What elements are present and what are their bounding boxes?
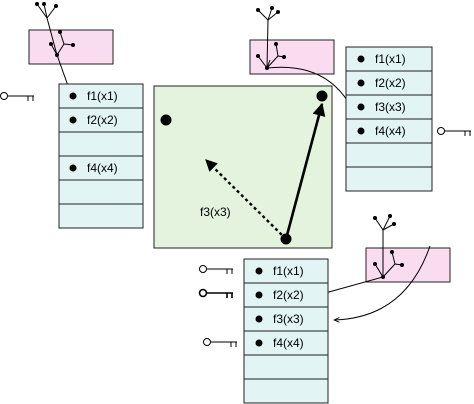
key-icon: [203, 338, 237, 347]
table-right-row: [345, 166, 433, 192]
table-left-row: [58, 83, 144, 109]
row-bullet: [357, 127, 365, 135]
row-label: f4(x4): [273, 336, 304, 350]
key-icon: [199, 265, 233, 274]
row-label: f1(x1): [87, 89, 118, 103]
central-panel: f3(x3): [153, 85, 333, 249]
row-label: f1(x1): [273, 264, 304, 278]
arrow-label: f3(x3): [200, 205, 231, 219]
row-label: f2(x2): [273, 288, 304, 302]
tree-right: [249, 6, 362, 132]
point-top-right: [316, 90, 328, 102]
table-right-row: [345, 142, 433, 168]
key-icon: [198, 288, 233, 298]
solid-arrow: [284, 102, 326, 240]
tree-bottom-box: [365, 247, 451, 283]
row-bullet: [357, 103, 365, 111]
point-left: [160, 114, 172, 126]
row-label: f2(x2): [375, 76, 406, 90]
row-bullet: [255, 291, 263, 299]
row-label: f4(x4): [87, 161, 118, 175]
tree-right-box: [249, 39, 335, 75]
row-bullet: [357, 55, 365, 63]
table-left-row: [58, 131, 144, 157]
row-label: f4(x4): [375, 124, 406, 138]
table-right: f1(x1) f2(x2) f3(x3) f4(x4): [345, 46, 433, 192]
table-left-row: [58, 179, 144, 205]
table-bottom-row: [243, 354, 329, 380]
row-label: f3(x3): [375, 100, 406, 114]
row-label: f2(x2): [87, 113, 118, 127]
row-bullet: [69, 92, 77, 100]
table-left: f1(x1) f2(x2) f4(x4): [58, 83, 144, 229]
row-bullet: [357, 79, 365, 87]
key-icon: [0, 92, 34, 101]
row-label: f3(x3): [273, 312, 304, 326]
central-panel-box: [153, 85, 333, 249]
table-left-row: [58, 203, 144, 229]
row-bullet: [255, 339, 263, 347]
row-bullet: [69, 164, 77, 172]
table-bottom: f1(x1) f2(x2) f3(x3) f4(x4): [243, 258, 329, 404]
tree-left-box: [28, 29, 114, 65]
dotted-arrow: [205, 159, 287, 240]
table-bottom-row: [243, 378, 329, 404]
key-icon: [437, 127, 471, 136]
tree-bottom: [317, 214, 451, 320]
row-bullet: [255, 315, 263, 323]
row-bullet: [69, 116, 77, 124]
tree-left: [28, 2, 114, 98]
row-label: f1(x1): [375, 52, 406, 66]
row-bullet: [255, 267, 263, 275]
